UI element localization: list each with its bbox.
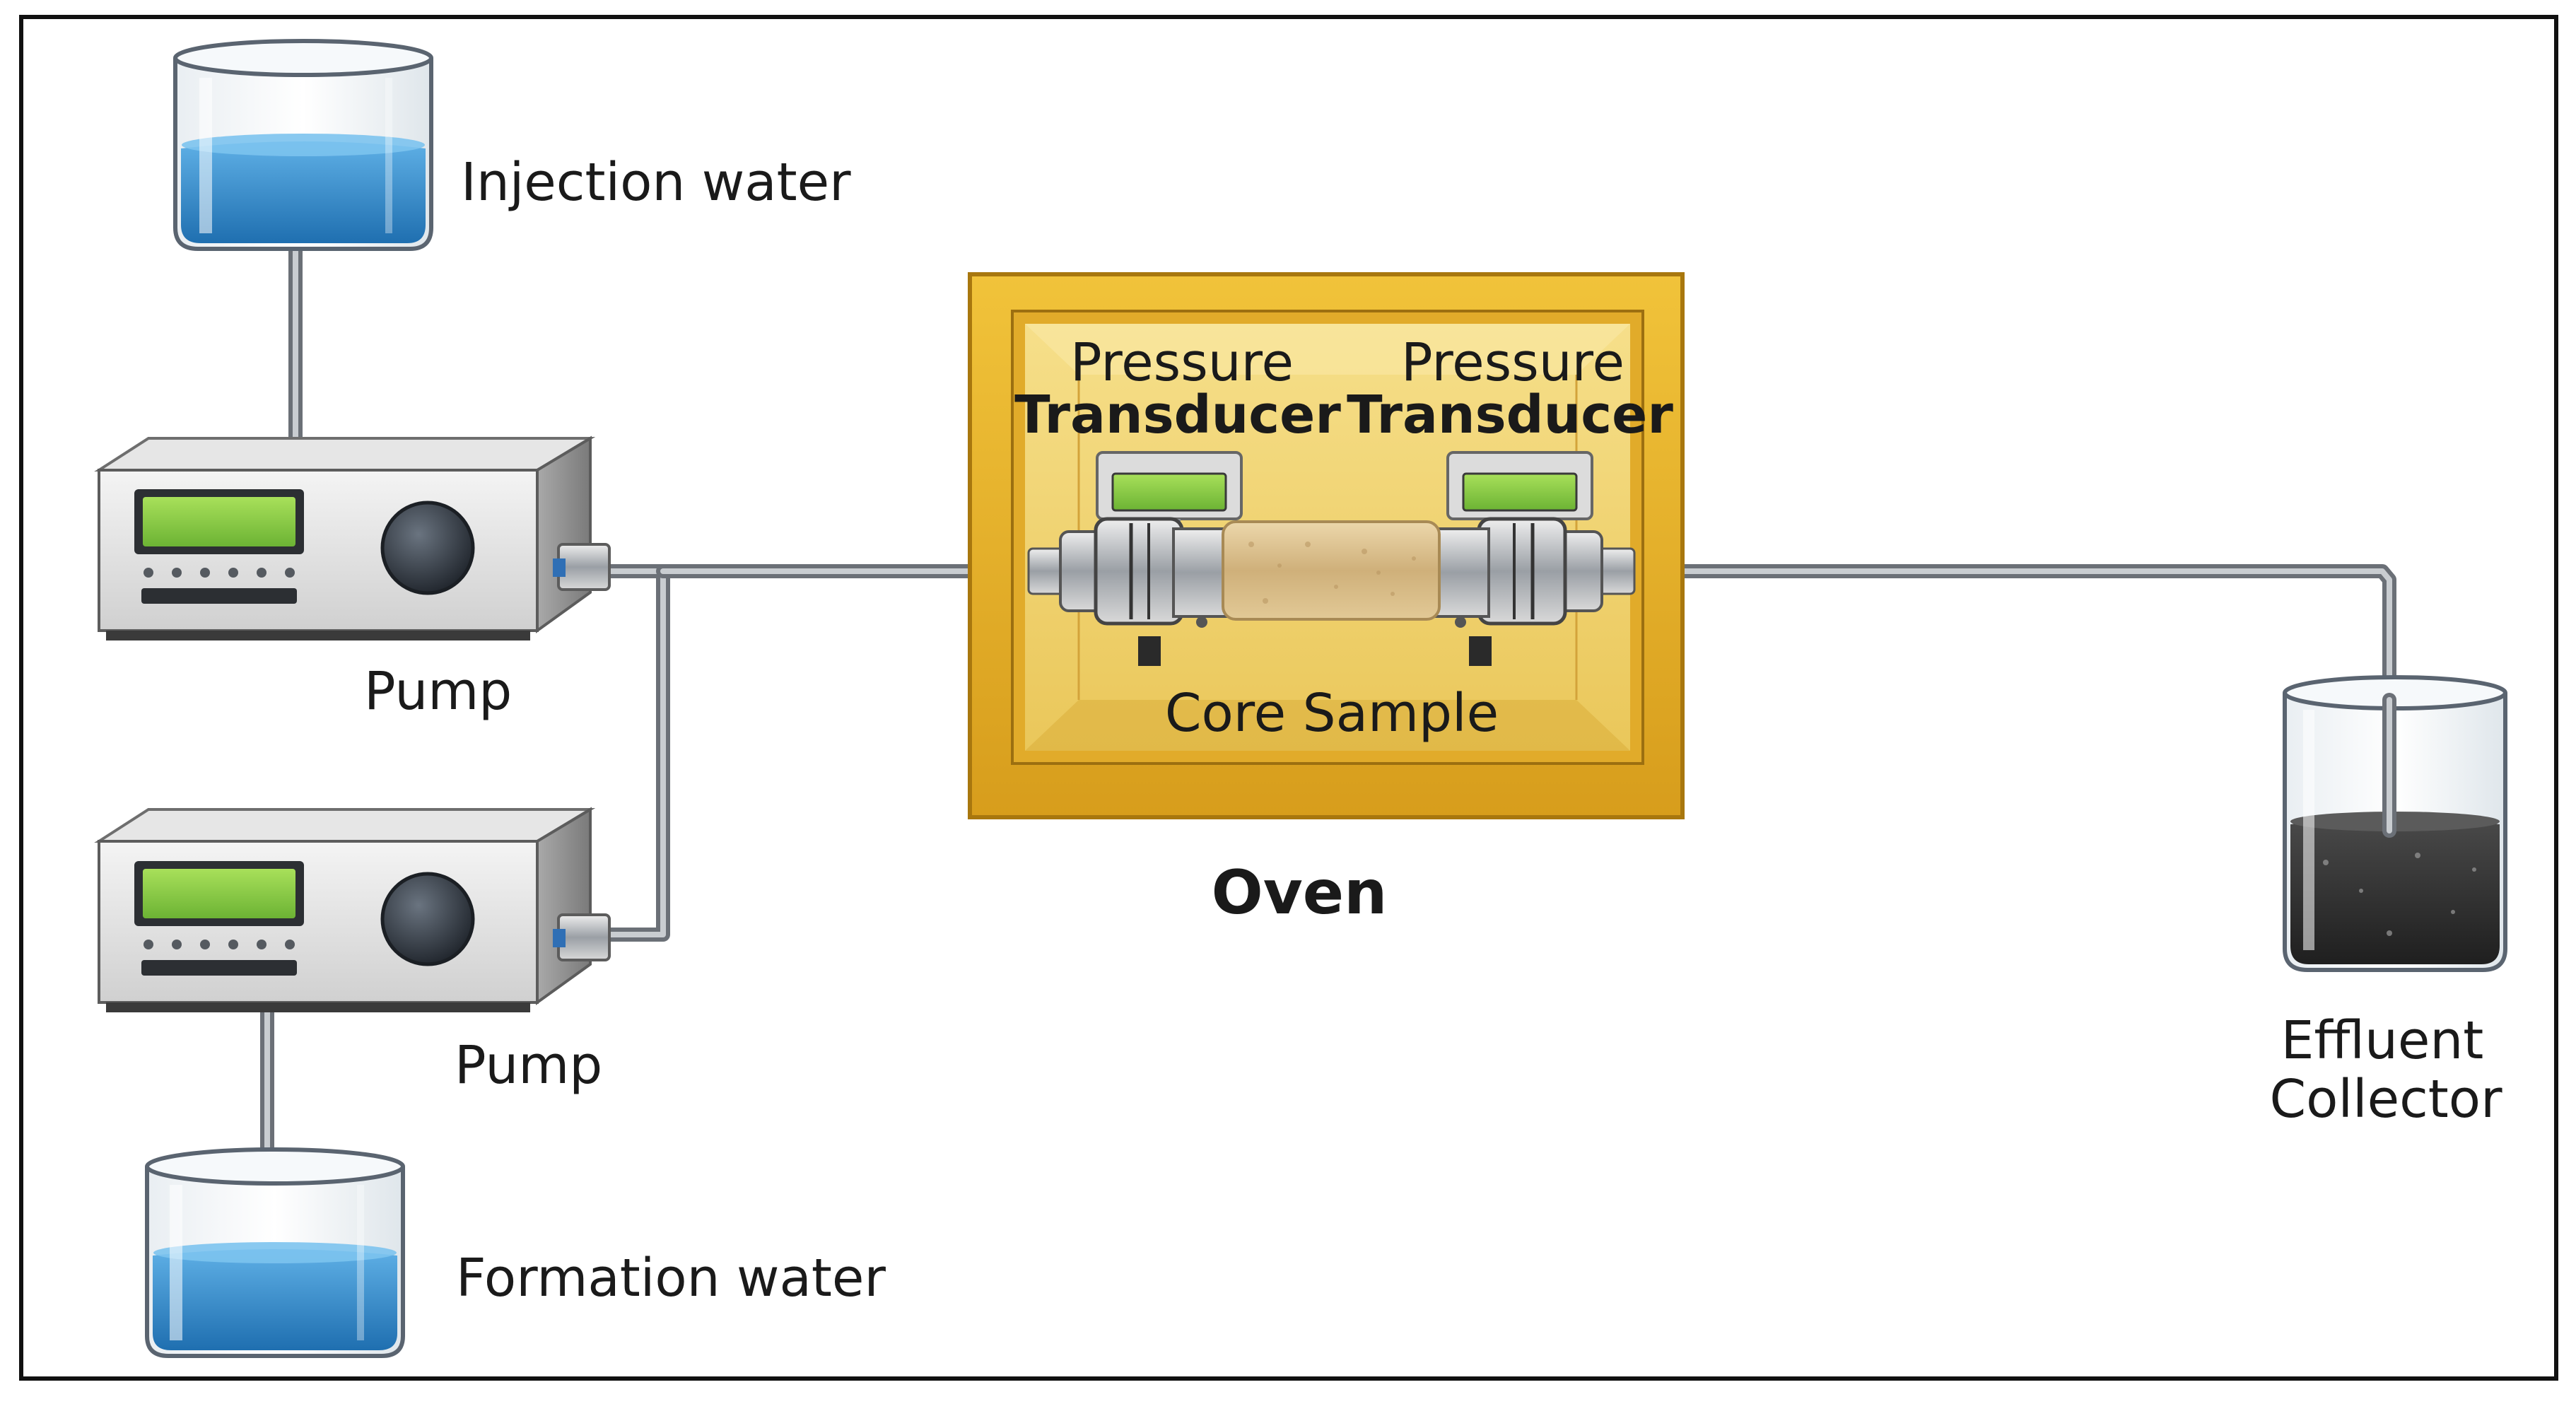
- label-core-sample: Core Sample: [1165, 683, 1499, 744]
- formation-water-beaker: [145, 1147, 405, 1358]
- label-pressure-transducer-right-line1: Pressure: [1401, 332, 1624, 393]
- label-pump-bottom: Pump: [455, 1035, 602, 1096]
- pump-bottom-knob: [380, 872, 475, 966]
- label-effluent-collector-line2: Collector: [2270, 1069, 2503, 1130]
- label-pressure-transducer-left-line2: Transducer: [1014, 385, 1341, 445]
- label-pressure-transducer-left-line1: Pressure: [1070, 332, 1294, 393]
- label-injection-water: Injection water: [461, 152, 851, 213]
- pressure-transducer-left: [1096, 451, 1243, 537]
- pump-top-knob: [380, 501, 475, 595]
- label-oven: Oven: [1212, 858, 1388, 928]
- injection-water-beaker: [173, 39, 433, 251]
- core-holder: [1027, 517, 1636, 666]
- effluent-collector-beaker: [2283, 675, 2507, 972]
- pump-bottom: [94, 807, 611, 1012]
- pressure-transducer-right: [1446, 451, 1593, 537]
- label-formation-water: Formation water: [456, 1248, 886, 1309]
- label-effluent-collector-line1: Effluent: [2281, 1010, 2484, 1071]
- label-pressure-transducer-right-line2: Transducer: [1347, 385, 1673, 445]
- pump-top: [94, 435, 611, 640]
- label-pump-top: Pump: [364, 661, 512, 722]
- core-sample: [1222, 520, 1441, 621]
